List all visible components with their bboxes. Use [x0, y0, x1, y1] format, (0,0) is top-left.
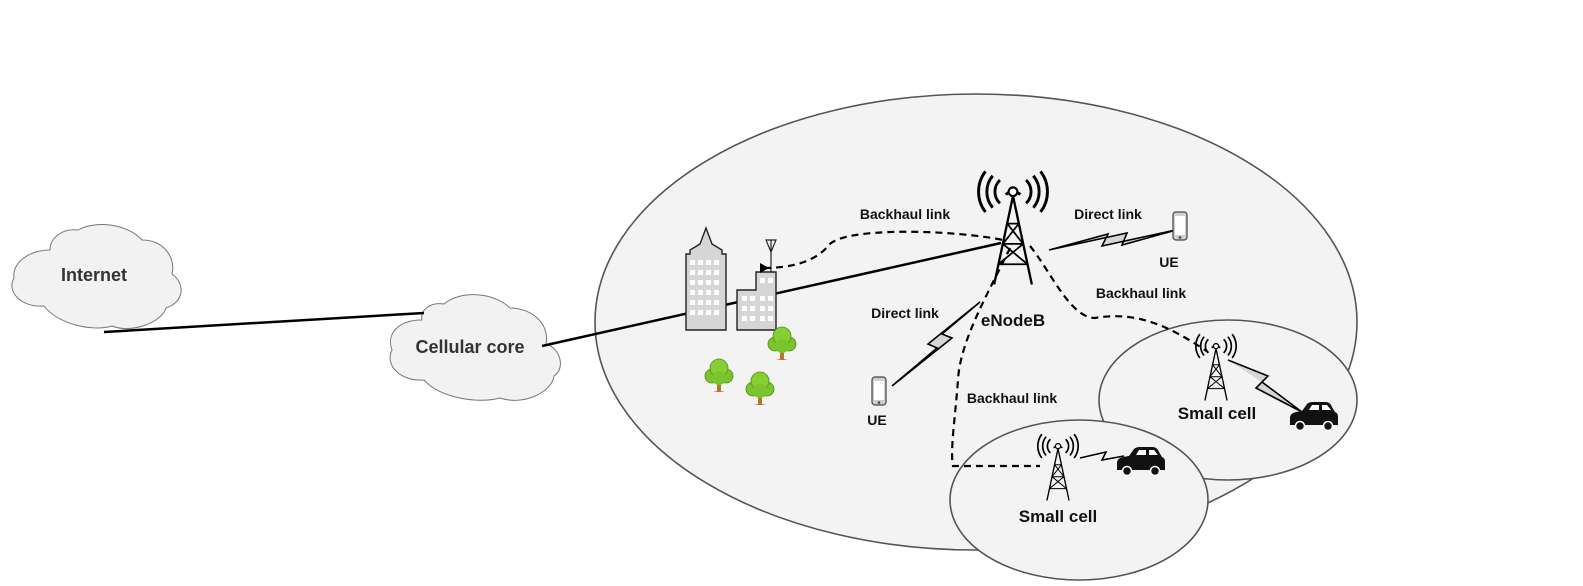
small-cell-area-bottom — [949, 419, 1209, 581]
backhaul-link-bottom — [950, 247, 1040, 468]
backhaul-arrowhead — [760, 263, 769, 273]
backhaul-link-right-label: Backhaul link — [1096, 285, 1186, 301]
phone-icon — [1172, 211, 1188, 241]
internet-label: Internet — [61, 265, 127, 285]
internet-cloud-icon — [11, 224, 182, 330]
backhaul-link-right — [1029, 245, 1209, 353]
ue-right-label: UE — [1159, 254, 1178, 270]
direct-link-left-label: Direct link — [871, 305, 939, 321]
backhaul-link-top-label: Backhaul link — [860, 206, 950, 222]
small-cell-link-bottom — [1079, 450, 1125, 462]
small-cell-right-label: Small cell — [1178, 404, 1256, 423]
enodeb-label: eNodeB — [981, 311, 1045, 330]
small-cell-link-right — [1227, 359, 1303, 413]
direct-link-right-label: Direct link — [1074, 206, 1142, 222]
ue-left-label: UE — [867, 412, 886, 428]
backhaul-link-bottom-label: Backhaul link — [967, 390, 1057, 406]
internet-core-link — [103, 311, 425, 334]
backhaul-link-top — [763, 230, 1004, 270]
building-icon — [685, 226, 777, 331]
antenna-icon — [765, 239, 777, 272]
phone-icon — [871, 376, 887, 406]
cellular-core-cloud-icon — [389, 294, 561, 401]
cellular-core-label: Cellular core — [415, 337, 524, 357]
small-cell-bottom-label: Small cell — [1019, 507, 1097, 526]
direct-link-left — [891, 301, 981, 387]
